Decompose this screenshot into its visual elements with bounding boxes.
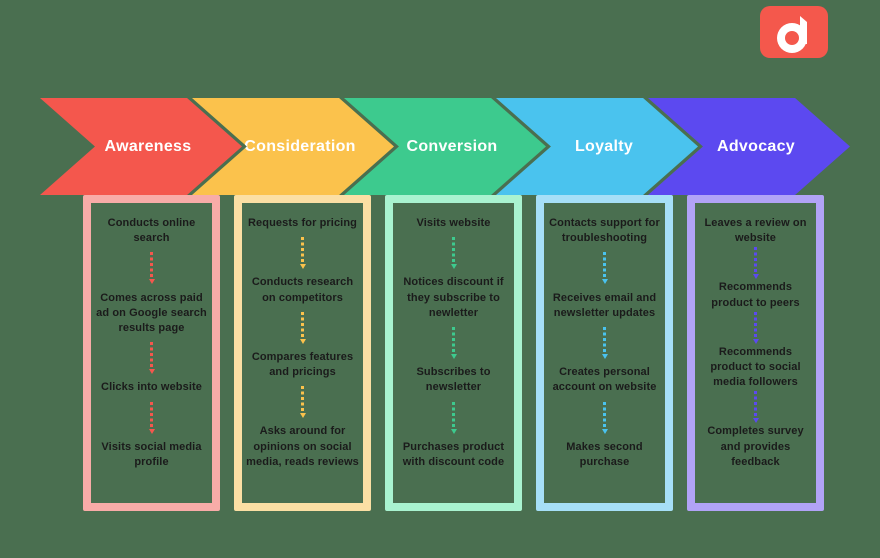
arrowhead-down-icon xyxy=(601,279,608,285)
step-gap xyxy=(450,395,457,439)
stage-label-conversion: Conversion xyxy=(406,137,498,155)
arrowhead-down-icon xyxy=(752,338,759,344)
down-arrow-connector xyxy=(450,326,457,359)
step-gap xyxy=(299,380,306,424)
journey-step: Subscribes to newsletter xyxy=(416,366,491,394)
step-gap xyxy=(601,246,608,290)
arrowhead-down-icon xyxy=(752,274,759,280)
arrowhead-down-icon xyxy=(450,353,457,359)
journey-step: Recommends product to peers xyxy=(711,281,800,309)
journey-step: Requests for pricing xyxy=(248,217,357,229)
arrowhead-down-icon xyxy=(299,338,306,344)
down-arrow-connector xyxy=(299,237,306,270)
stage-label-advocacy: Advocacy xyxy=(717,137,795,155)
dashed-line xyxy=(150,342,153,369)
step-gap xyxy=(450,321,457,365)
stage-label-consideration: Consideration xyxy=(244,137,356,155)
arrowhead-down-icon xyxy=(148,428,155,434)
down-arrow-connector xyxy=(752,391,759,424)
dashed-line xyxy=(754,311,757,338)
dashed-line xyxy=(603,326,606,353)
dashed-line xyxy=(452,237,455,264)
dashed-line xyxy=(603,252,606,279)
down-arrow-connector xyxy=(601,252,608,285)
journey-step: Leaves a review on website xyxy=(704,217,807,245)
down-arrow-connector xyxy=(148,342,155,375)
step-gap xyxy=(148,395,155,439)
journey-step: Conducts online search xyxy=(107,217,196,245)
journey-step: Visits website xyxy=(416,217,491,229)
down-arrow-connector xyxy=(299,311,306,344)
dashed-line xyxy=(754,247,757,274)
down-arrow-connector xyxy=(752,247,759,280)
stage-label-awareness: Awareness xyxy=(104,137,192,155)
down-arrow-connector xyxy=(148,401,155,434)
journey-step: Comes across paid ad on Google search re… xyxy=(96,291,207,334)
journey-step: Conducts research on competitors xyxy=(251,276,354,304)
arrowhead-down-icon xyxy=(601,353,608,359)
step-gap xyxy=(299,231,306,275)
stage-label-loyalty: Loyalty xyxy=(574,137,634,155)
dashed-line xyxy=(301,237,304,264)
step-gap xyxy=(299,306,306,350)
down-arrow-connector xyxy=(601,326,608,359)
brand-logo xyxy=(760,6,828,58)
journey-step: Makes second purchase xyxy=(566,440,643,468)
dashed-line xyxy=(301,386,304,413)
step-gap xyxy=(752,311,759,345)
arrowhead-down-icon xyxy=(148,279,155,285)
down-arrow-connector xyxy=(450,237,457,270)
dashed-line xyxy=(452,401,455,428)
journey-step: Compares features and pricings xyxy=(251,350,354,379)
arrowhead-down-icon xyxy=(299,413,306,419)
dashed-line xyxy=(301,311,304,338)
down-arrow-connector xyxy=(450,401,457,434)
dashed-line xyxy=(754,391,757,418)
down-arrow-connector xyxy=(601,401,608,434)
journey-step: Receives email and newsletter updates xyxy=(552,291,657,319)
step-gap xyxy=(601,321,608,365)
down-arrow-connector xyxy=(299,386,306,419)
down-arrow-connector xyxy=(148,252,155,285)
journey-step: Visits social media profile xyxy=(101,440,202,468)
arrowhead-down-icon xyxy=(299,264,306,270)
step-gap xyxy=(752,390,759,424)
step-gap xyxy=(752,246,759,280)
arrowhead-down-icon xyxy=(601,428,608,434)
arrowhead-down-icon xyxy=(148,369,155,375)
journey-step: Clicks into website xyxy=(101,381,202,394)
arrowhead-down-icon xyxy=(450,264,457,270)
journey-step: Completes survey and provides feedback xyxy=(707,425,804,468)
step-gap xyxy=(450,231,457,275)
dashed-line xyxy=(603,401,606,428)
step-gap xyxy=(148,246,155,290)
journey-step: Contacts support for troubleshooting xyxy=(549,217,660,245)
dashed-line xyxy=(150,252,153,279)
journey-step: Notices discount if they subscribe to ne… xyxy=(403,276,504,319)
d-logo-icon xyxy=(777,16,807,53)
step-gap xyxy=(601,395,608,439)
journey-step: Creates personal account on website xyxy=(552,366,657,394)
dashed-line xyxy=(452,326,455,353)
journey-step: Recommends product to social media follo… xyxy=(710,345,801,389)
down-arrow-connector xyxy=(752,311,759,344)
arrowhead-down-icon xyxy=(450,428,457,434)
journey-step: Asks around for opinions on social media… xyxy=(246,425,359,468)
arrowhead-down-icon xyxy=(752,418,759,424)
journey-step: Purchases product with discount code xyxy=(402,440,505,468)
step-gap xyxy=(148,336,155,380)
dashed-line xyxy=(150,401,153,428)
